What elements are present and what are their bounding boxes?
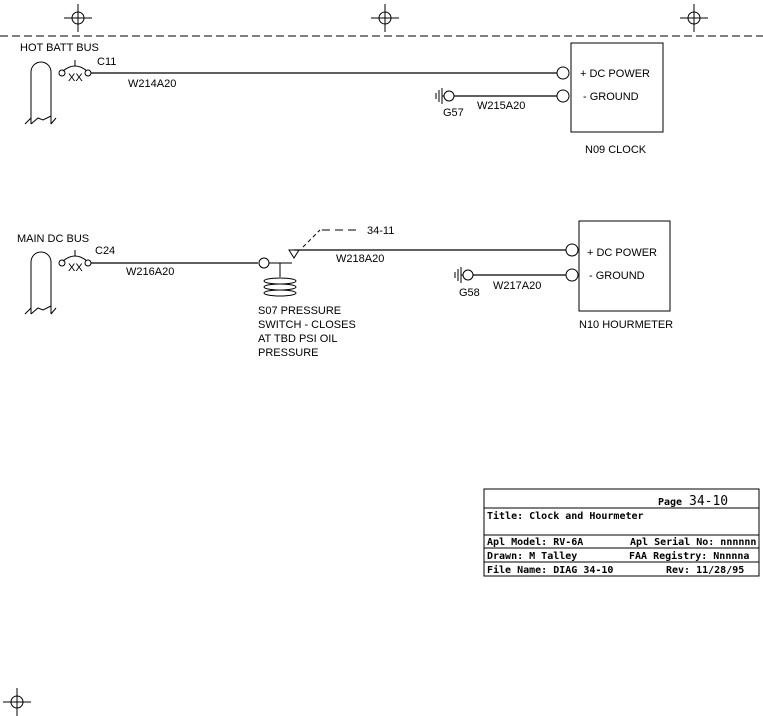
bus-label: HOT BATT BUS (20, 42, 99, 54)
device-pin-power (556, 66, 570, 80)
ground-symbol-icon (454, 267, 463, 283)
ground-terminal (443, 90, 455, 102)
device-pin-ground-label: - GROUND (583, 91, 639, 103)
breaker-mark: XX (68, 262, 83, 274)
reference-lead (302, 229, 321, 248)
serial-text: Apl Serial No: nnnnnn (630, 536, 756, 548)
breaker-arc-icon (62, 65, 88, 72)
breaker-terminal (58, 69, 66, 77)
ground-wire-label: W217A20 (493, 280, 541, 292)
device-pin-power (565, 243, 579, 257)
device-pin-ground (565, 268, 579, 282)
ground-terminal (462, 269, 474, 281)
bus-bar-icon (24, 251, 57, 315)
device-pin-ground-label: - GROUND (589, 270, 645, 282)
registration-mark-icon (64, 4, 92, 32)
breaker-label: C24 (95, 245, 115, 257)
switch-label: SWITCH - CLOSES (258, 319, 356, 331)
ground-point-label: G58 (459, 287, 480, 299)
device-pin-power-label: + DC POWER (587, 247, 657, 259)
drawn-text: Drawn: M Talley (487, 551, 577, 562)
device-box (578, 220, 671, 312)
device-label: N09 CLOCK (585, 144, 647, 156)
page-number: 34-10 (689, 494, 728, 509)
model-text: Apl Model: RV-6A (487, 537, 583, 548)
file-name-text: File Name: DIAG 34-10 (487, 564, 613, 576)
device-box (570, 42, 664, 133)
reference-arrow-icon (288, 249, 300, 259)
registration-mark-icon (680, 4, 708, 32)
breaker-mark: XX (68, 72, 83, 84)
switch-label: PRESSURE (258, 347, 319, 359)
registration-mark-icon (371, 4, 399, 32)
breaker-label: C11 (97, 56, 116, 68)
ground-symbol-icon (435, 88, 444, 104)
title-block: Page 34-10 Title: Clock and Hourmeter Ap… (483, 488, 760, 577)
power-wire-label: W216A20 (126, 266, 174, 278)
switch-label: AT TBD PSI OIL (258, 333, 337, 345)
bus-bar-icon (24, 61, 57, 125)
device-label: N10 HOURMETER (579, 319, 673, 331)
registry-text: FAA Registry: Nnnnna (629, 550, 749, 562)
bus-label: MAIN DC BUS (17, 233, 89, 245)
device-pin-ground (556, 89, 570, 103)
breaker-terminal (84, 69, 92, 77)
reference-label: 34-11 (367, 225, 394, 237)
title-text: Title: Clock and Hourmeter (487, 510, 644, 522)
power-wire-label: W214A20 (128, 78, 176, 90)
breaker-arc-icon (62, 255, 88, 262)
breaker-terminal (84, 259, 92, 267)
switch-label: S07 PRESSURE (258, 305, 341, 317)
registration-mark-icon (3, 688, 31, 716)
revision-text: Rev: 11/28/95 (666, 565, 744, 576)
switch-terminal (258, 257, 270, 269)
ground-point-label: G57 (443, 107, 464, 119)
page-label: Page (658, 497, 682, 508)
ground-wire-label: W215A20 (477, 100, 525, 112)
device-pin-power-label: + DC POWER (580, 68, 650, 80)
breaker-terminal (58, 259, 66, 267)
pressure-diaphragm-icon (263, 277, 297, 297)
switched-wire-label: W218A20 (336, 253, 384, 265)
